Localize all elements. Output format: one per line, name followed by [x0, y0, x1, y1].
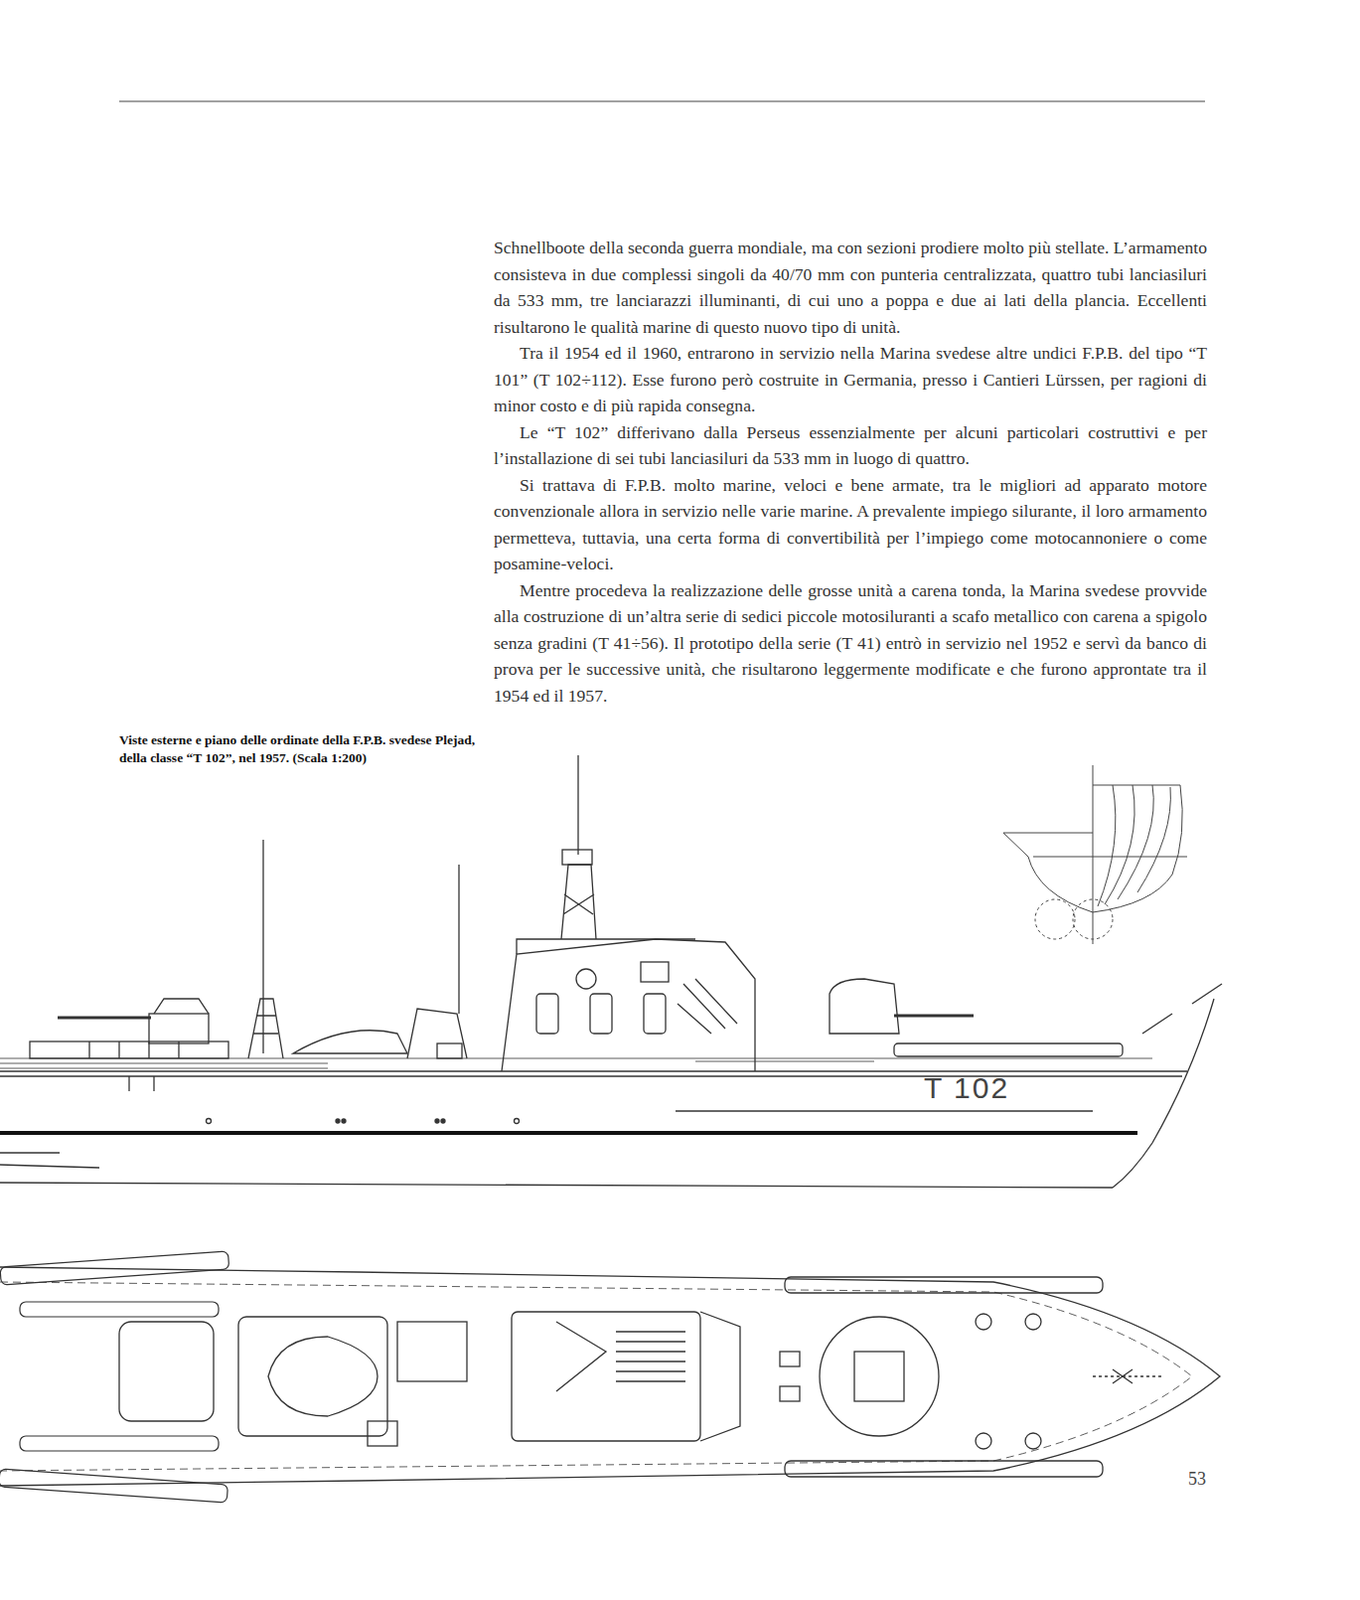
body-paragraph: Tra il 1954 ed il 1960, entrarono in ser… [493, 339, 1208, 420]
page-number: 53 [1188, 1468, 1207, 1490]
body-paragraph: Si trattava di F.P.B. molto marine, velo… [493, 471, 1208, 578]
body-paragraph: Mentre procedeva la realizzazione delle … [493, 577, 1208, 710]
body-paragraph: Schnellboote della seconda guerra mondia… [493, 234, 1208, 340]
hull-number: T 102 [923, 1070, 1010, 1105]
body-paragraph: Le “T 102” differivano dalla Perseus ess… [493, 419, 1208, 472]
figure-caption: Viste esterne e piano delle ordinate del… [119, 731, 487, 767]
